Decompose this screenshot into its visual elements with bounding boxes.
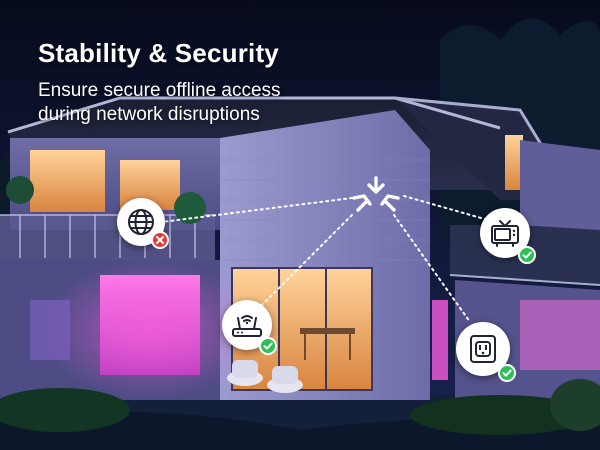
tv-icon xyxy=(491,220,519,247)
x-icon xyxy=(156,236,164,244)
router-node xyxy=(222,300,277,355)
subtitle-line-2: during network disruptions xyxy=(38,104,260,125)
check-icon xyxy=(263,342,273,350)
headline: Stability & Security xyxy=(38,38,279,68)
check-icon xyxy=(522,251,532,259)
success-badge xyxy=(518,246,536,264)
globe-icon xyxy=(128,209,154,235)
outlet-icon xyxy=(470,335,496,363)
wifi-router-icon xyxy=(232,315,262,337)
error-badge xyxy=(151,231,169,249)
success-badge xyxy=(259,337,277,355)
smart-plug-node xyxy=(456,322,516,382)
internet-node xyxy=(117,198,169,249)
subtitle-line-1: Ensure secure offline access xyxy=(38,80,281,101)
check-icon xyxy=(502,369,512,377)
tv-node xyxy=(480,208,536,264)
matter-hub-icon xyxy=(350,176,402,214)
success-badge xyxy=(498,364,516,382)
